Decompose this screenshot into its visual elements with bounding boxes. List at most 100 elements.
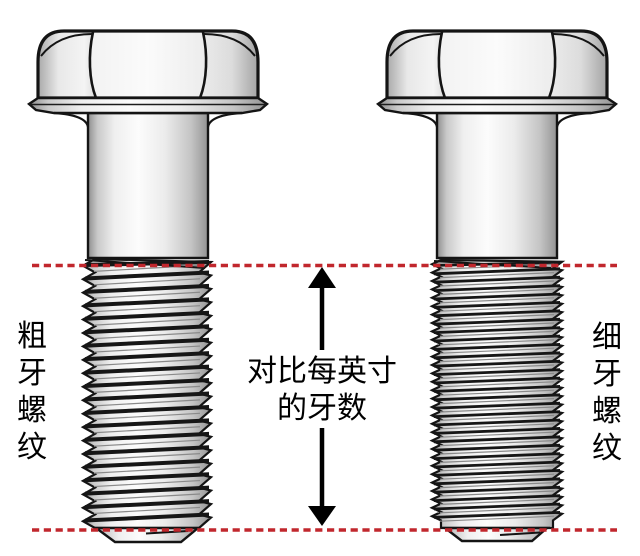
thread-mid-line [439,314,555,321]
thread-mid-line [439,465,555,472]
thread-crest-shadow [434,511,560,519]
fine-bolt-head-shank [376,29,618,260]
thread-crest-shadow [434,452,560,460]
label-threads-per-inch: 对比每英寸 的牙数 [222,353,422,427]
thread-crest-shadow [434,435,560,444]
thread-crest-shadow [434,485,560,494]
thread-mid-line [439,473,555,480]
thread-crest-shadow [434,443,560,452]
coarse-bolt-head-shank [27,29,269,260]
thread-crest-shadow [434,292,560,301]
thread-mid-line [439,456,555,464]
thread-crest-shadow [85,472,209,483]
label-char: 螺 [592,395,622,428]
reference-dashed-lines [32,263,617,532]
thread-mid-line [93,426,201,434]
label-char: 细 [592,321,622,354]
thread-mid-line [93,453,201,461]
thread-crest-shadow [434,469,560,477]
thread-mid-line [439,482,555,489]
thread-crest-shadow [434,317,560,326]
arrow-head-up-icon [308,267,336,288]
thread-crest-shadow [434,494,560,502]
thread-mid-line [439,339,555,346]
thread-mid-line [439,272,555,279]
thread-crest-shadow [85,310,209,321]
tip-detail-line [499,531,541,536]
thread-mid-line [93,399,201,407]
label-char: 纹 [17,431,47,464]
thread-mid-line [439,305,555,312]
thread-crest-shadow [85,324,209,335]
thread-mid-line [439,440,555,447]
thread-crest-shadow [85,418,209,429]
label-char: 纹 [592,432,622,465]
thread-crest-shadow [434,351,560,360]
thread-crest-shadow [85,512,209,523]
thread-crest-shadow [434,401,560,410]
thread-crest-shadow [434,427,560,435]
thread-mid-line [93,345,201,353]
thread-crest-shadow [434,410,560,418]
thread-crest-shadow [85,404,209,415]
bolt-tip [92,526,202,544]
thread-mid-line [93,372,201,380]
thread-crest-shadow [434,376,560,385]
thread-crest-shadow [434,334,560,343]
label-char: 牙 [592,358,622,391]
thread-mid-line [439,389,555,396]
coarse-thread-section [80,257,214,544]
thread-crest-shadow [434,309,560,318]
thread-mid-line [93,385,201,393]
thread-mid-line [93,278,201,286]
thread-crest-shadow [85,283,209,294]
tip-detail-line [145,530,189,535]
thread-mid-line [439,364,555,371]
thread-mid-line [439,515,555,522]
thread-mid-line [439,356,555,363]
compare-arrow [308,267,336,526]
thread-crest-shadow [85,445,209,456]
thread-crest-shadow [434,393,560,402]
arrow-head-down-icon [308,506,336,526]
thread-mid-line [93,439,201,447]
thread-mid-line [439,398,555,405]
thread-mid-line [439,414,555,422]
thread-crest-shadow [434,502,560,511]
center-label-line1: 对比每英寸 [247,355,397,388]
thread-crest-shadow [85,364,209,375]
thread-crest-shadow [85,391,209,402]
thread-crest-shadow [85,297,209,308]
thread-crest-shadow [434,477,560,486]
thread-mid-line [439,280,555,287]
thread-crest-shadow [85,499,209,510]
thread-mid-line [439,372,555,380]
thread-crest-shadow [85,431,209,442]
thread-mid-line [93,331,201,340]
thread-mid-line [93,506,201,515]
thread-mid-line [439,347,555,354]
thread-crest-shadow [434,368,560,376]
thread-mid-line [439,490,555,497]
label-fine-thread: 细 牙 螺 纹 [591,322,623,464]
thread-mid-line [93,493,201,501]
thread-mid-line [93,305,201,313]
thread-crest-shadow [85,337,209,348]
thread-crest-shadow [85,378,209,389]
thread-mid-line [93,479,201,488]
thread-crest-shadow [434,343,560,351]
thread-mid-line [439,322,555,329]
label-char: 牙 [17,357,47,390]
thread-crest-shadow [434,275,560,284]
label-char: 粗 [17,320,47,353]
thread-crest-shadow [434,460,560,469]
thread-mid-line [93,358,201,367]
label-char: 螺 [17,394,47,427]
thread-crest-shadow [85,485,209,496]
label-coarse-thread: 粗 牙 螺 纹 [16,321,48,463]
thread-mid-line [439,423,555,430]
thread-crest-shadow [434,418,560,427]
thread-crest-shadow [434,326,560,334]
